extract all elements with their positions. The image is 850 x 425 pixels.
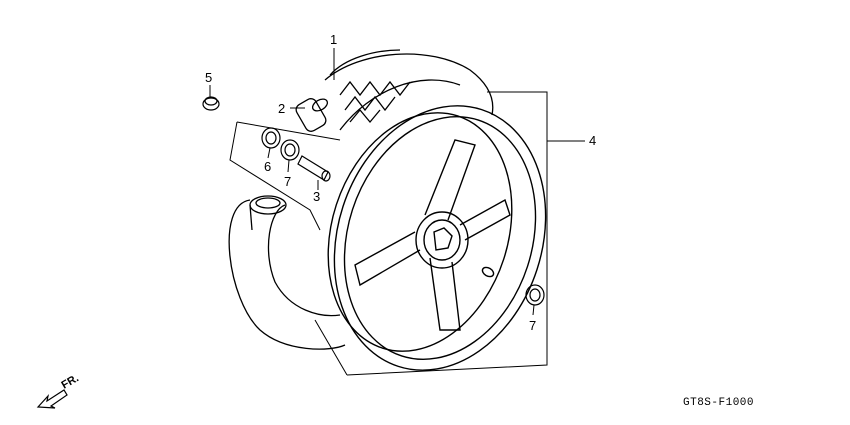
callout-tube: 2 <box>278 101 285 116</box>
dust-seal[interactable] <box>261 127 281 149</box>
callout-tire: 1 <box>330 32 337 47</box>
inner-tube[interactable] <box>228 195 346 350</box>
bearing-right[interactable] <box>525 284 545 306</box>
bearing-left[interactable] <box>280 139 300 161</box>
callout-collar: 3 <box>313 189 320 204</box>
callout-nut: 5 <box>205 70 212 85</box>
callout-bearing-left: 7 <box>284 174 291 189</box>
callout-seal: 6 <box>264 159 271 174</box>
leader-lines <box>209 48 585 316</box>
callout-bearing-right: 7 <box>529 318 536 333</box>
group-bracket-left <box>229 121 341 231</box>
front-direction-indicator: FR. <box>36 372 81 409</box>
front-arrow-icon <box>36 389 68 409</box>
tire[interactable] <box>294 49 494 133</box>
front-label: FR. <box>60 372 81 391</box>
group-bracket-wheel <box>314 91 548 376</box>
distance-collar[interactable] <box>297 155 331 182</box>
callout-wheel: 4 <box>589 133 596 148</box>
callout-numbers: 1 2 3 4 5 6 7 7 <box>205 32 596 333</box>
wheel-rim[interactable] <box>299 78 579 398</box>
diagram-code: GT8S-F1000 <box>683 397 754 409</box>
nut[interactable] <box>202 96 220 111</box>
